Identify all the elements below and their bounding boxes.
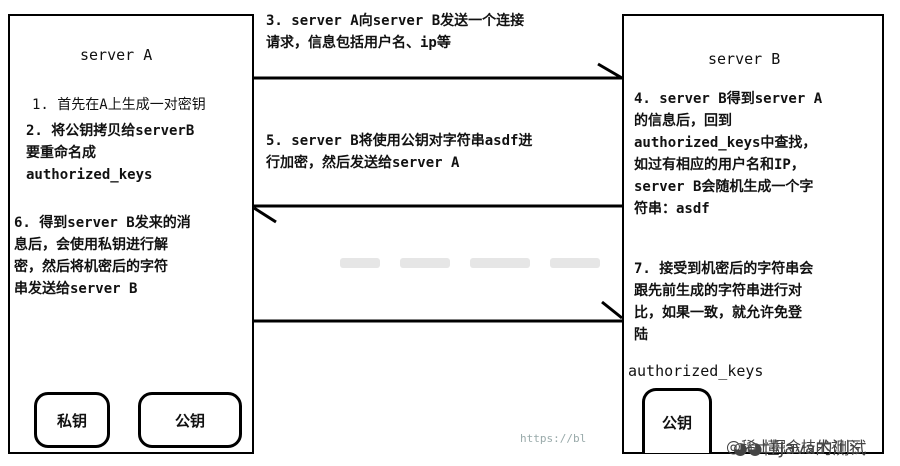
authorized-keys-label: authorized_keys	[628, 362, 764, 380]
arrow-encrypted-head	[253, 206, 277, 224]
private-key-box: 私钥	[34, 392, 110, 448]
watermark-account: ◕◕懂Java的测试	[722, 414, 867, 459]
watermark-juejin: @稀土掘金技术社区	[726, 438, 862, 456]
watermark-url: https://bl	[520, 432, 587, 445]
blur-mark	[470, 258, 530, 268]
arrow-request-head	[597, 62, 623, 80]
server-b-box: server B 4. server B得到server A 的信息后，回到 a…	[622, 14, 884, 454]
server-a-title: server A	[80, 46, 153, 64]
blur-mark	[340, 258, 380, 268]
wechat-icon: ◕◕	[732, 439, 763, 459]
watermark-account-name: 懂Java的测试	[762, 439, 867, 459]
blur-mark	[550, 258, 600, 268]
step-6-text: 6. 得到server B发来的消 息后，会使用私钥进行解 密，然后将机密后的字…	[14, 215, 191, 297]
step-5-text: 5. server B将使用公钥对字符串asdf进 行加密，然后发送给serve…	[266, 133, 533, 171]
server-a-box: server A 1. 首先在A上生成一对密钥 2. 将公钥拷贝给serverB…	[8, 14, 254, 454]
public-key-box-b: 公钥	[642, 388, 712, 453]
server-b-title: server B	[708, 50, 781, 68]
step-3-text: 3. server A向server B发送一个连接 请求，信息包括用户名、ip…	[266, 13, 525, 51]
step-1-text: 1. 首先在A上生成一对密钥	[32, 97, 206, 113]
step-7-text: 7. 接受到机密后的字符串会 跟先前生成的字符串进行对 比，如果一致，就允许免登…	[634, 261, 814, 343]
blur-mark	[400, 258, 450, 268]
arrow-decrypted-head	[601, 300, 623, 320]
step-2-text: 2. 将公钥拷贝给serverB 要重命名成 authorized_keys	[26, 123, 195, 183]
step-4-text: 4. server B得到server A 的信息后，回到 authorized…	[634, 91, 823, 217]
public-key-box-a: 公钥	[138, 392, 242, 448]
